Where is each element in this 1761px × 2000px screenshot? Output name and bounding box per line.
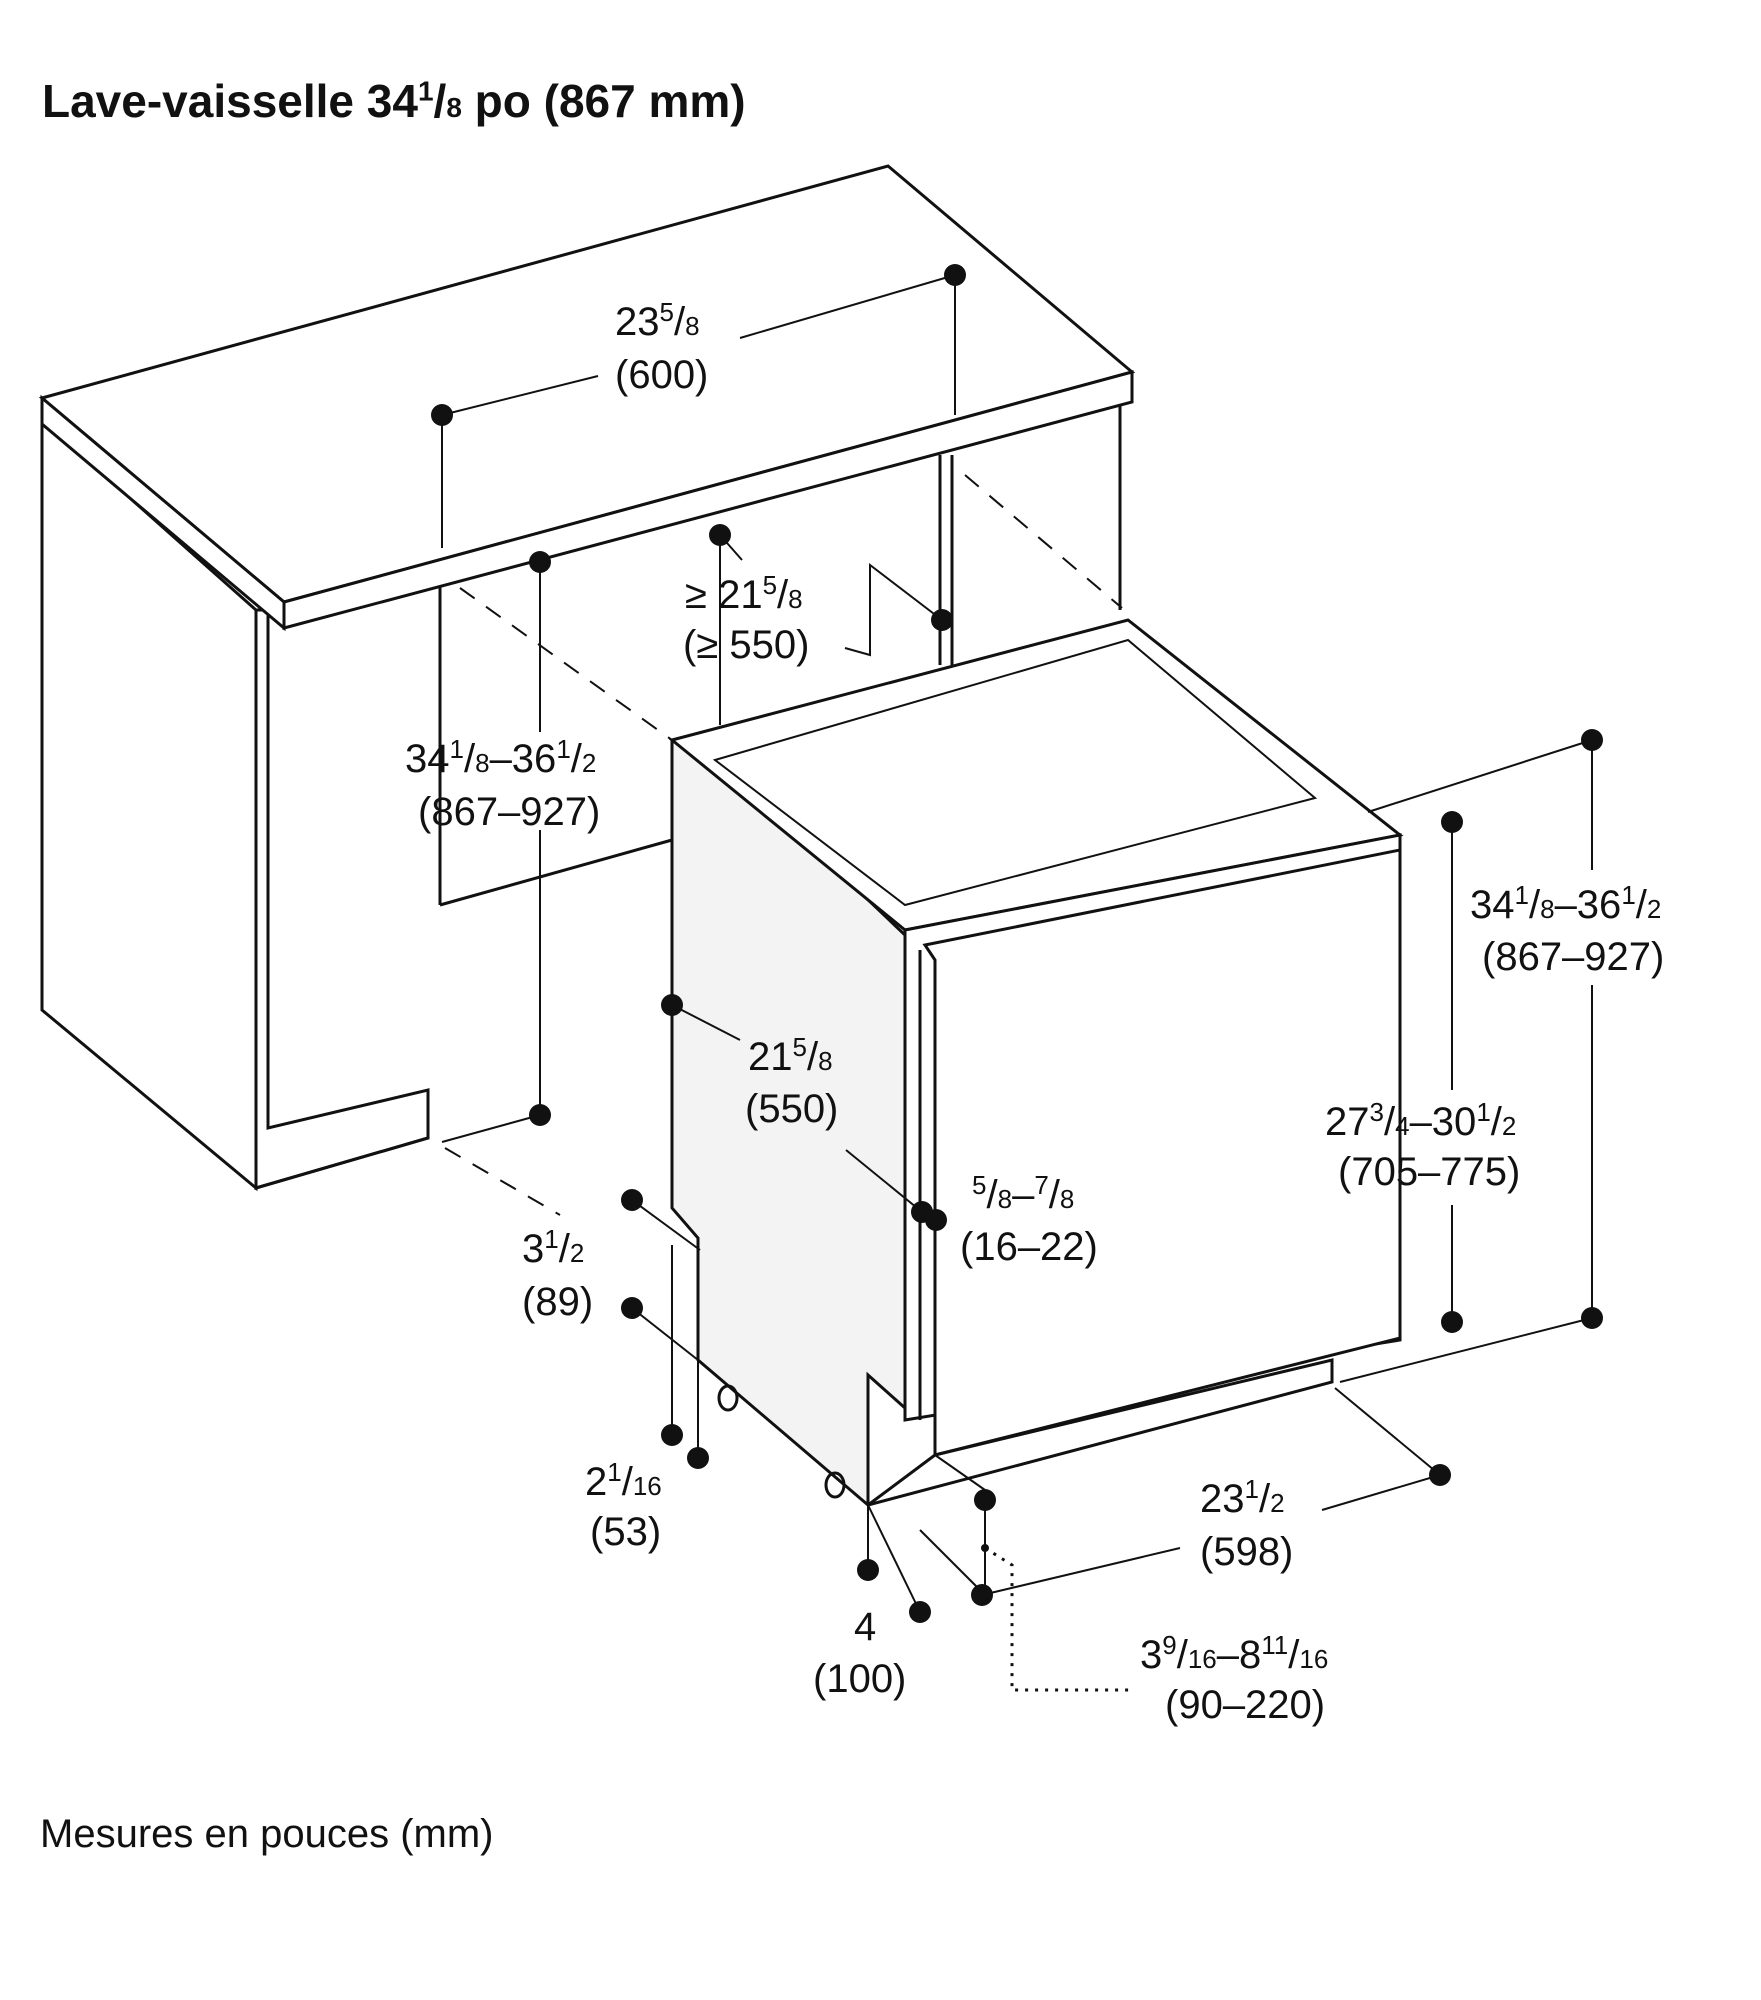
cabinet — [38, 164, 1136, 1216]
dishwasher-top-inner — [712, 638, 1318, 907]
appliance-width-line-a — [1334, 1387, 1441, 1476]
measurement-note: Mesures en pouces (mm) — [40, 1812, 494, 1856]
dishwasher-door — [922, 848, 1402, 1457]
plinth-height-label: 39/16–811/16 — [1140, 1630, 1328, 1677]
cabinet-left-side — [254, 608, 430, 1190]
niche-depth-point-a — [709, 524, 731, 546]
appliance-width-point-a — [1429, 1464, 1451, 1486]
niche-depth-zigzag — [844, 562, 943, 657]
title-frac-den: 8 — [446, 92, 462, 123]
dimension-labels: 235/8 (600) ≥ 215/8 (≥ 550) 341/8–361/2 … — [405, 297, 1664, 1727]
cabinet-plinth — [254, 1090, 430, 1190]
base-setback-point-a — [857, 1559, 879, 1581]
title-main: Lave-vaisselle 34 — [42, 75, 418, 127]
foot-height-point-b — [687, 1447, 709, 1469]
dishwasher-base — [867, 1453, 936, 1507]
appliance-width-label: 231/2 — [1200, 1474, 1285, 1521]
niche-width-line-b — [739, 274, 956, 339]
title-suffix: po (867 mm) — [461, 75, 746, 127]
appliance-width-metric: (598) — [1200, 1530, 1293, 1574]
door-height-point-a — [1441, 811, 1463, 833]
niche-height-label: 341/8–361/2 — [405, 734, 596, 781]
toe-kick-point-a — [621, 1189, 643, 1211]
foot-height-point-a — [661, 1424, 683, 1446]
dishwasher-base-front — [867, 1358, 1334, 1507]
niche-depth-label: ≥ 215/8 — [685, 570, 803, 617]
toe-kick-line-b — [631, 1307, 699, 1361]
appliance-height-point-a — [1581, 729, 1603, 751]
door-thickness-label: 5/8–7/8 — [972, 1170, 1074, 1217]
foot-back — [717, 1384, 739, 1412]
door-height-label: 273/4–301/2 — [1325, 1097, 1516, 1144]
base-setback-line-b — [867, 1504, 921, 1613]
foot-height-metric: (53) — [590, 1510, 661, 1554]
plinth-dotted-leader — [984, 1546, 1130, 1692]
niche-dash-left — [459, 587, 673, 741]
appliance-height-point-b — [1581, 1307, 1603, 1329]
appliance-depth-metric: (550) — [745, 1087, 838, 1131]
appliance-width-ext — [934, 1454, 986, 1491]
appliance-width-point-b — [971, 1584, 993, 1606]
page-title: Lave-vaisselle 341/8 po (867 mm) — [42, 75, 746, 127]
niche-depth-metric: (≥ 550) — [683, 623, 809, 667]
appliance-depth-line-a — [671, 1004, 741, 1041]
niche-depth-point-b — [931, 609, 953, 631]
toe-kick-metric: (89) — [522, 1280, 593, 1324]
toe-kick-point-b — [621, 1297, 643, 1319]
niche-height-metric: (867–927) — [418, 790, 600, 834]
door-thickness-metric: (16–22) — [960, 1225, 1098, 1269]
niche-width-point-b — [944, 264, 966, 286]
title-frac-num: 1 — [417, 75, 434, 107]
appliance-depth-point-a — [661, 994, 683, 1016]
dishwasher — [668, 618, 1404, 1509]
niche-dash-floor — [444, 1147, 561, 1216]
appliance-height-label: 341/8–361/2 — [1470, 880, 1661, 927]
toe-kick-label: 31/2 — [522, 1224, 584, 1271]
niche-width-line-a — [441, 375, 599, 416]
niche-height-floor — [441, 1114, 541, 1143]
door-thickness-point — [925, 1209, 947, 1231]
cabinet-back-bottom — [439, 838, 673, 907]
appliance-depth-label: 215/8 — [748, 1032, 833, 1079]
plinth-point-a — [974, 1489, 996, 1511]
niche-height-point-a — [529, 551, 551, 573]
plinth-height-metric: (90–220) — [1165, 1683, 1325, 1727]
appliance-width-line-c — [981, 1547, 1181, 1596]
toe-kick-line-a — [631, 1199, 701, 1251]
door-height-point-b — [1441, 1311, 1463, 1333]
base-setback-metric: (100) — [813, 1657, 906, 1701]
door-height-metric: (705–775) — [1338, 1150, 1520, 1194]
foot-front — [824, 1471, 846, 1499]
base-setback-point-b — [909, 1601, 931, 1623]
niche-width-metric: (600) — [615, 353, 708, 397]
plinth-line-b — [919, 1529, 986, 1596]
appliance-width-line-b — [1321, 1474, 1441, 1511]
dimension-lines — [431, 264, 1603, 1692]
appliance-height-ref-top — [1367, 739, 1593, 813]
niche-width-point-a — [431, 404, 453, 426]
appliance-height-ref-bottom — [1339, 1317, 1593, 1383]
niche-width-label: 235/8 — [615, 297, 700, 344]
base-setback-label: 4 — [854, 1605, 876, 1649]
countertop-side — [40, 394, 286, 632]
appliance-depth-line-b — [845, 1149, 923, 1213]
niche-dash-right — [964, 474, 1123, 609]
foot-height-label: 21/16 — [585, 1457, 662, 1504]
appliance-height-metric: (867–927) — [1482, 935, 1664, 979]
